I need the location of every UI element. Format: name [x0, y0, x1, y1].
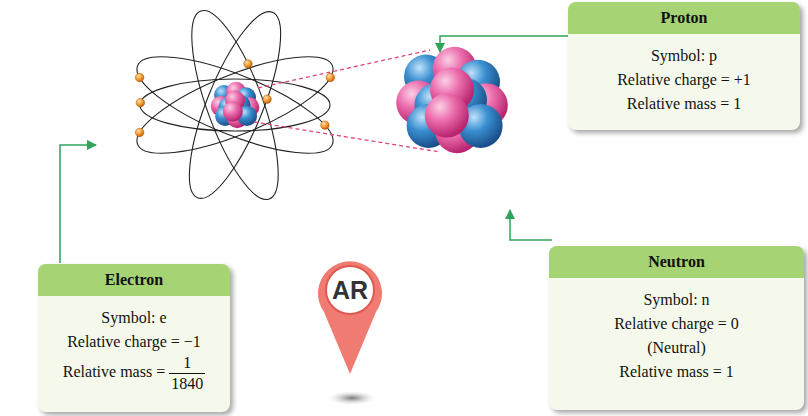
property-text: Relative mass = 1 — [557, 360, 796, 384]
box-body: Symbol: eRelative charge = −1 Relative ma… — [38, 296, 230, 402]
fraction-denominator: 1840 — [169, 373, 205, 393]
nucleus-enlarged — [396, 47, 508, 153]
leader-arrow — [440, 36, 568, 52]
property-text: Relative charge = −1 — [46, 330, 222, 354]
box-heading: Proton — [568, 2, 800, 34]
proton-ball — [425, 94, 469, 138]
ar-label: AR — [332, 276, 368, 305]
fraction-row: Relative mass =11840 — [46, 354, 222, 392]
callout-box: ElectronSymbol: eRelative charge = −1 Rel… — [38, 264, 230, 412]
orbit — [140, 79, 330, 131]
callout-box: NeutronSymbol: nRelative charge = 0(Neut… — [549, 246, 804, 410]
property-text: Relative charge = +1 — [576, 68, 792, 92]
property-text: Relative mass = 1 — [576, 92, 792, 116]
zoom-line — [258, 50, 430, 88]
orbit — [126, 38, 343, 172]
proton-ball — [223, 102, 243, 122]
electron — [263, 95, 271, 103]
property-text: (Neutral) — [557, 336, 796, 360]
property-text: Symbol: p — [576, 44, 792, 68]
electron-orbits — [126, 1, 343, 208]
electron — [321, 121, 329, 129]
property-text: Symbol: e — [46, 306, 222, 330]
nucleus — [211, 82, 260, 128]
box-heading: Neutron — [549, 246, 804, 278]
electron — [326, 73, 334, 81]
box-body: Symbol: nRelative charge = 0(Neutral)Rel… — [549, 278, 804, 394]
property-text: Relative charge = 0 — [557, 312, 796, 336]
orbit — [174, 1, 295, 208]
fraction-numerator: 1 — [181, 354, 193, 373]
orbit — [172, 2, 299, 208]
electron — [135, 128, 143, 136]
box-body: Symbol: pRelative charge = +1Relative ma… — [568, 34, 800, 126]
ar-pin — [318, 261, 382, 374]
property-text: Symbol: n — [557, 288, 796, 312]
leader-arrow — [510, 210, 552, 240]
box-heading: Electron — [38, 264, 230, 296]
callout-box: ProtonSymbol: pRelative charge = +1Relat… — [568, 2, 800, 130]
electron — [244, 60, 252, 68]
leader-arrow — [60, 145, 96, 263]
electron — [136, 99, 144, 107]
pin-shadow — [328, 391, 376, 405]
ar-pin-face — [326, 266, 374, 314]
electron — [135, 73, 143, 81]
fraction: 11840 — [169, 354, 205, 392]
orbit — [126, 38, 343, 172]
property-text: Relative mass = — [63, 363, 165, 380]
electron-dots — [135, 60, 334, 137]
